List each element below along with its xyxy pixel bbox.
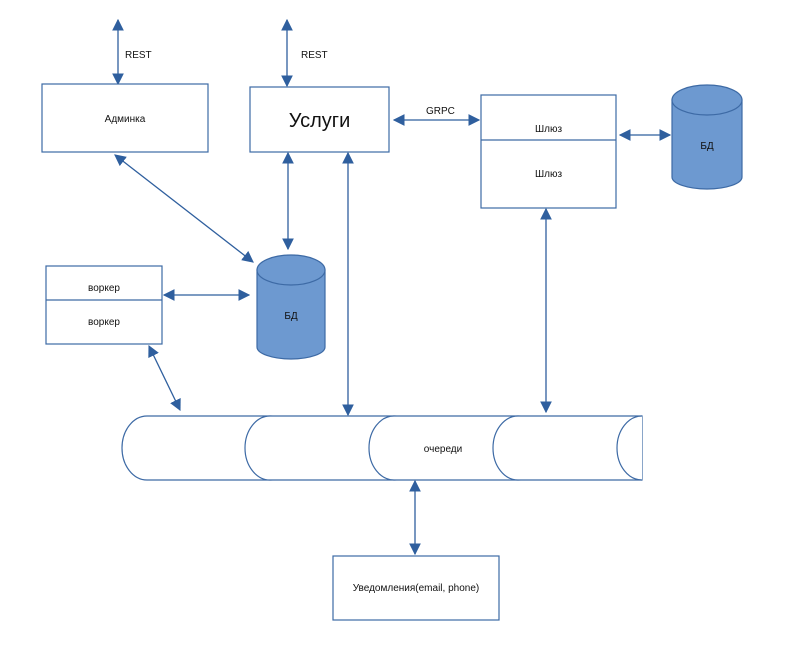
label-rest-services: REST [301, 50, 328, 61]
notifications-node[interactable]: Уведомления(email, phone) [332, 555, 500, 621]
gateway-db-label: БД [700, 141, 714, 152]
worker-bottom-label: воркер [88, 317, 120, 328]
gateway-node[interactable]: Шлюз Шлюз [480, 94, 617, 209]
arrow-admin-db [114, 154, 254, 263]
queues-label: очереди [424, 444, 462, 455]
arrow-worker-queues [148, 344, 181, 412]
main-db-label: БД [284, 311, 298, 322]
admin-node[interactable]: Админка [41, 83, 209, 153]
queues-node[interactable]: очереди [121, 415, 643, 481]
admin-label: Админка [105, 114, 146, 125]
label-grpc: GRPC [426, 106, 455, 117]
queue-segment-4 [492, 415, 643, 481]
queue-segment-5 [616, 415, 643, 481]
notifications-label: Уведомления(email, phone) [353, 583, 479, 594]
gateway-bottom-label: Шлюз [535, 169, 563, 180]
main-db-cylinder[interactable]: БД [256, 254, 326, 360]
label-rest-admin: REST [125, 50, 152, 61]
connectors [112, 18, 672, 556]
worker-top-label: воркер [88, 283, 120, 294]
services-label: Услуги [289, 110, 351, 132]
gateway-top-label: Шлюз [535, 124, 563, 135]
gateway-db-cylinder[interactable]: БД [671, 84, 743, 190]
services-node[interactable]: Услуги [249, 86, 390, 153]
worker-node[interactable]: воркер воркер [45, 265, 163, 345]
